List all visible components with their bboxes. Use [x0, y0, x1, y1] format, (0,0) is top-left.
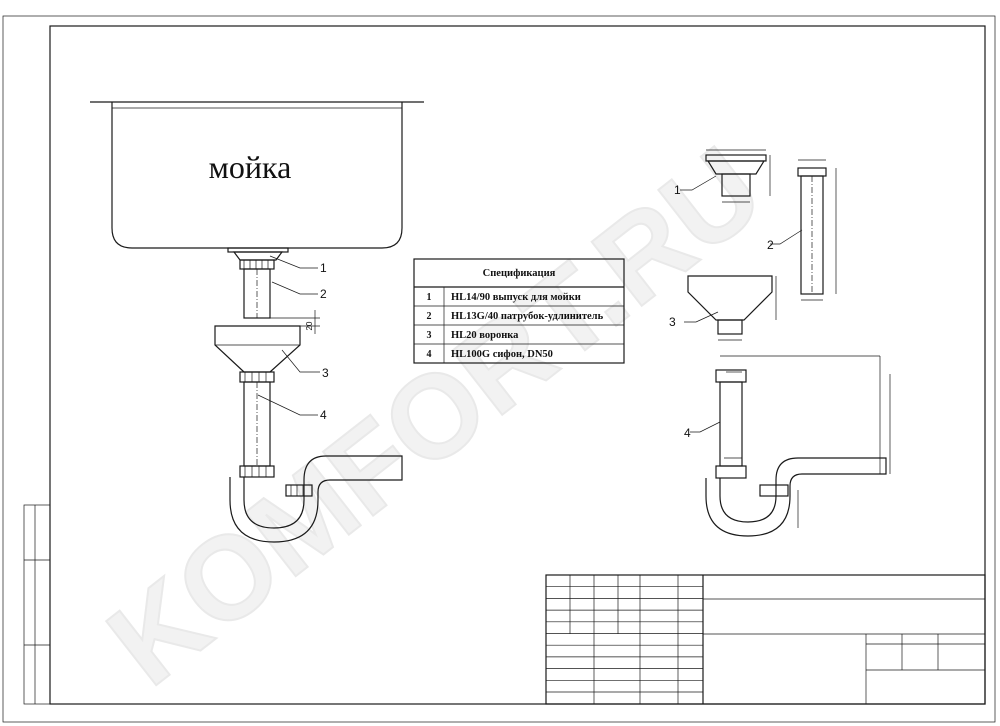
side-stamp — [23, 504, 51, 705]
detail-callout-4: 4 — [684, 426, 691, 440]
inner-frame — [49, 25, 986, 705]
assembly-callout-4: 4 — [320, 408, 327, 422]
spec-num-1: 1 — [427, 292, 432, 303]
assembly-callout-1: 1 — [320, 261, 327, 275]
detail-funnel: 3 — [669, 275, 777, 341]
assembly-callout-3: 3 — [322, 366, 329, 380]
title-block — [545, 574, 986, 705]
spec-num-4: 4 — [427, 349, 432, 360]
spec-num-2: 2 — [427, 311, 432, 322]
gap-dimension: 20 — [305, 321, 314, 330]
spec-text-4: HL100G сифон, DN50 — [451, 349, 553, 360]
watermark: KOMFORT.RU — [84, 121, 787, 711]
detail-siphon: 4 — [684, 355, 891, 537]
outer-frame — [2, 15, 996, 723]
spec-text-1: HL14/90 выпуск для мойки — [451, 292, 581, 303]
funnel — [214, 325, 301, 373]
detail-callout-3: 3 — [669, 315, 676, 329]
specification-table: Спецификация 1 HL14/90 выпуск для мойки … — [413, 258, 625, 364]
spec-num-3: 3 — [427, 330, 432, 341]
spec-title: Спецификация — [483, 268, 556, 279]
sink-assembly: мойка 20 — [90, 101, 424, 543]
detail-callout-2: 2 — [767, 238, 774, 252]
watermark-text: KOMFORT.RU — [85, 122, 786, 710]
spec-text-3: HL20 воронка — [451, 330, 519, 341]
spec-text-2: HL13G/40 патрубок-удлинитель — [451, 311, 604, 322]
detail-extension: 2 — [767, 159, 837, 301]
detail-outlet: 1 — [674, 149, 771, 203]
detail-callout-1: 1 — [674, 183, 681, 197]
sink-label: мойка — [209, 149, 292, 185]
siphon-trap — [229, 455, 403, 543]
assembly-callout-2: 2 — [320, 287, 327, 301]
